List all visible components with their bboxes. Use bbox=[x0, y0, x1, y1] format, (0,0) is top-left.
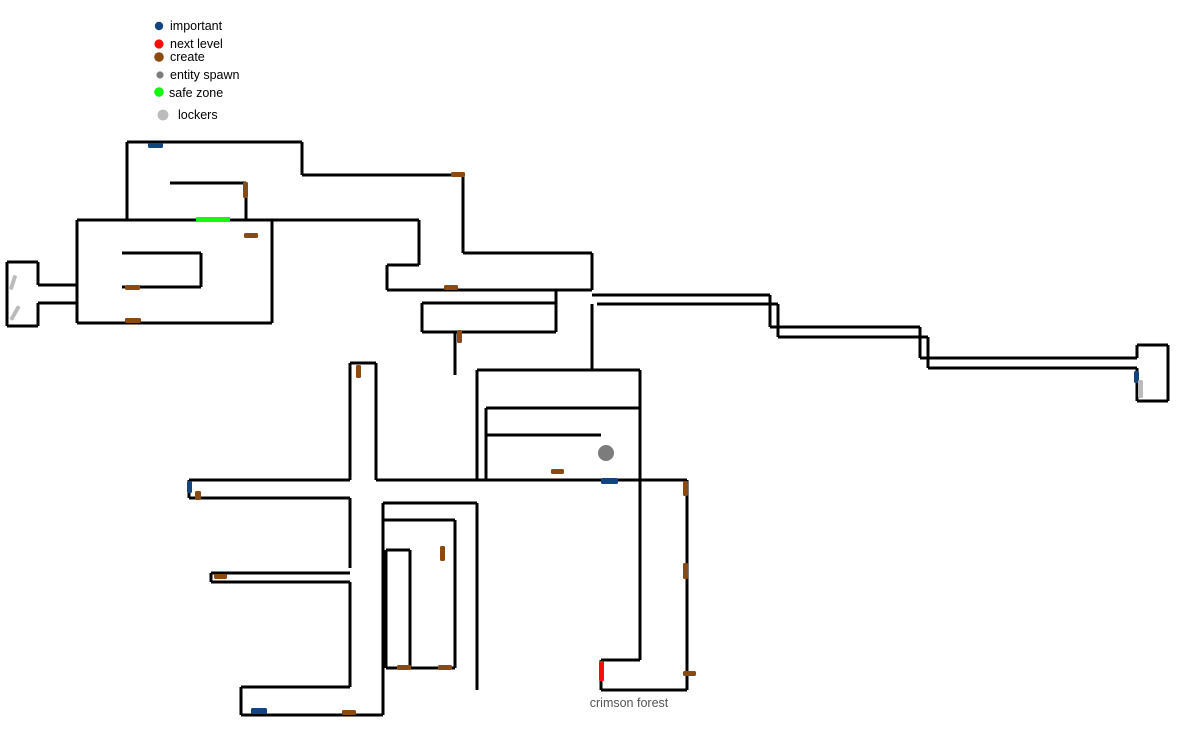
map-doors bbox=[125, 172, 696, 715]
door-marker bbox=[214, 574, 227, 579]
legend-dot-entity-spawn bbox=[156, 71, 164, 79]
next-level-marker bbox=[599, 661, 604, 681]
map-room-labels: crimson forest bbox=[590, 696, 669, 710]
door-marker bbox=[342, 710, 356, 715]
legend-dot-create bbox=[154, 52, 164, 62]
legend-dot-important bbox=[154, 21, 164, 31]
door-marker bbox=[451, 172, 465, 177]
door-marker bbox=[244, 233, 258, 238]
door-marker bbox=[683, 671, 696, 676]
safe-zone-marker bbox=[196, 217, 230, 222]
map-markers bbox=[9, 143, 1143, 714]
door-marker bbox=[683, 563, 688, 579]
legend-label-important: important bbox=[170, 19, 223, 33]
door-marker bbox=[438, 665, 452, 670]
locker-marker bbox=[1138, 380, 1143, 398]
important-marker bbox=[251, 708, 267, 714]
door-marker bbox=[125, 285, 140, 290]
important-marker bbox=[148, 143, 163, 148]
entity-spawn-marker bbox=[598, 445, 614, 461]
legend-label-safe-zone: safe zone bbox=[169, 86, 223, 100]
locker-marker bbox=[9, 305, 21, 321]
legend-label-next-level: next level bbox=[170, 37, 223, 51]
legend-label-create: create bbox=[170, 50, 205, 64]
door-marker bbox=[444, 285, 458, 290]
door-marker bbox=[440, 546, 445, 561]
door-marker bbox=[683, 481, 688, 496]
room-label: crimson forest bbox=[590, 696, 669, 710]
door-marker bbox=[397, 665, 411, 670]
important-marker bbox=[601, 478, 618, 484]
door-marker bbox=[125, 318, 141, 323]
legend-label-lockers: lockers bbox=[178, 108, 218, 122]
door-marker bbox=[356, 365, 361, 378]
locker-marker bbox=[9, 275, 17, 290]
legend-dot-next-level bbox=[154, 39, 164, 49]
door-marker bbox=[195, 491, 201, 500]
door-marker bbox=[243, 182, 248, 198]
door-marker bbox=[457, 330, 462, 343]
legend-dot-safe-zone bbox=[154, 87, 164, 97]
map-walls bbox=[5, 140, 1170, 717]
legend-label-entity-spawn: entity spawn bbox=[170, 68, 240, 82]
important-marker bbox=[187, 481, 192, 493]
door-marker bbox=[551, 469, 564, 474]
important-marker bbox=[1134, 371, 1139, 383]
legend-dot-lockers bbox=[157, 109, 169, 121]
